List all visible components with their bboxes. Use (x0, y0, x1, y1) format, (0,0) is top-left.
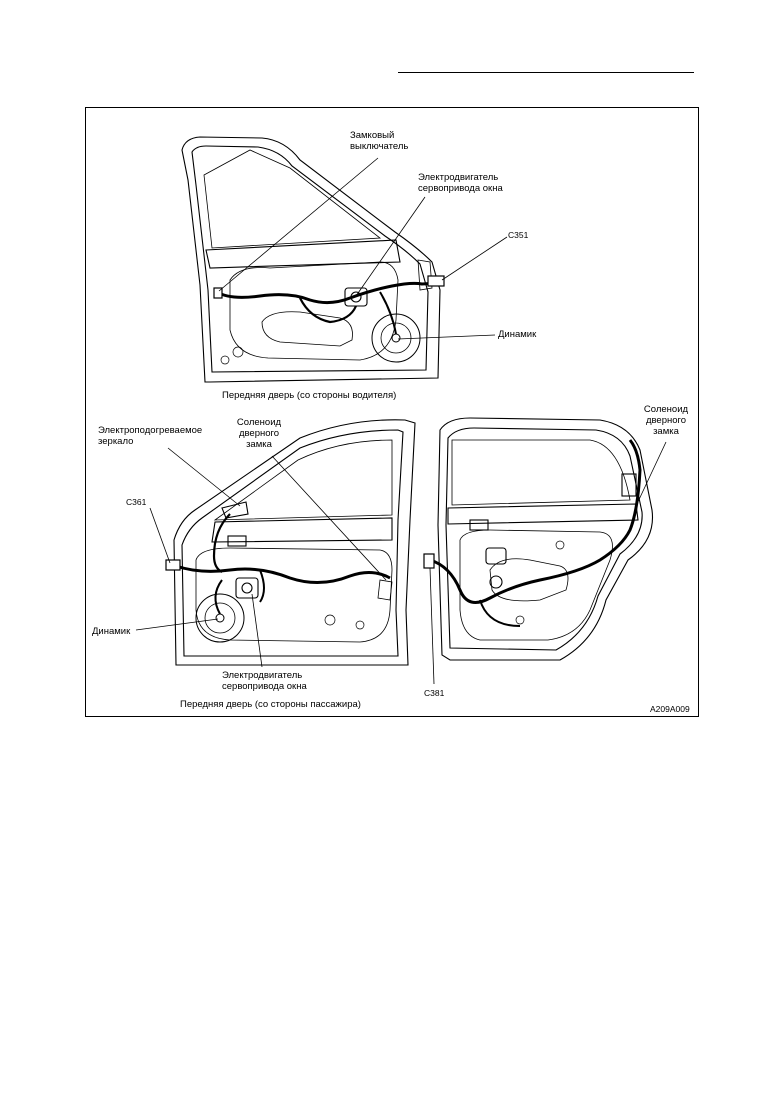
leader-lines-top (218, 157, 508, 340)
label-heated-mirror: Электроподогреваемое зеркало (98, 425, 203, 447)
label-c381: C381 (424, 688, 445, 698)
leader-lines-bottom-left (135, 447, 387, 668)
caption-passenger-door: Передняя дверь (со стороны пассажира) (180, 699, 361, 710)
passenger-door-drawing (173, 419, 416, 666)
rear-harness (429, 439, 642, 604)
rear-door-drawing (437, 417, 654, 661)
label-speaker-top: Динамик (498, 329, 537, 340)
leader-lines-bottom-right (429, 441, 667, 685)
passenger-harness (175, 564, 391, 584)
figure-code: A209A009 (650, 704, 690, 714)
caption-driver-door: Передняя дверь (со стороны водителя) (222, 390, 397, 401)
header-rule (398, 72, 694, 73)
driver-harness (216, 281, 441, 305)
label-door-lock-solenoid-rear: Соленоид дверного замка (643, 404, 689, 437)
label-door-lock-solenoid-front: Соленоид дверного замка (236, 417, 282, 450)
c381-connector (423, 553, 435, 569)
c361-connector (165, 559, 181, 571)
driver-door-drawing (181, 136, 441, 383)
c351-connector (427, 275, 445, 287)
label-c351: C351 (508, 230, 529, 240)
label-lock-switch: Замковый выключатель (350, 130, 409, 152)
figure-frame (85, 107, 699, 717)
label-speaker-bottom: Динамик (92, 626, 131, 637)
label-window-motor-bottom: Электродвигатель сервопривода окна (222, 670, 307, 692)
label-c361: C361 (126, 497, 147, 507)
label-window-motor-top: Электродвигатель сервопривода окна (418, 172, 503, 194)
